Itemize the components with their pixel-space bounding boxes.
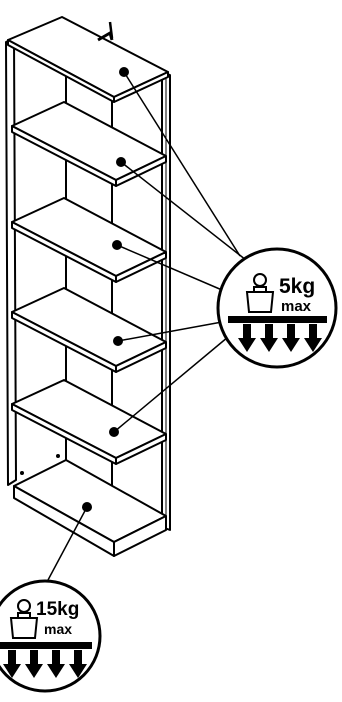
leader-line (117, 321, 223, 342)
load-arrows (3, 650, 87, 678)
shelf-load-callout: 5kg max (216, 247, 338, 369)
base-load-callout: 15kg max (0, 579, 102, 693)
weight-icon (9, 599, 39, 639)
shelf-load-qualifier: max (281, 298, 312, 315)
weight-icon (245, 273, 275, 313)
leader-line (120, 161, 247, 261)
shelf-load-weight: 5kg (279, 275, 315, 298)
leader-line (116, 244, 223, 291)
base-load-qualifier: max (44, 621, 72, 637)
leader-line (113, 336, 229, 433)
leader-line (123, 71, 241, 257)
dowel-hole (20, 471, 24, 475)
load-arrows (238, 324, 322, 352)
leader-line (47, 506, 88, 581)
dowel-hole (56, 454, 60, 458)
base-load-weight: 15kg (36, 599, 79, 620)
